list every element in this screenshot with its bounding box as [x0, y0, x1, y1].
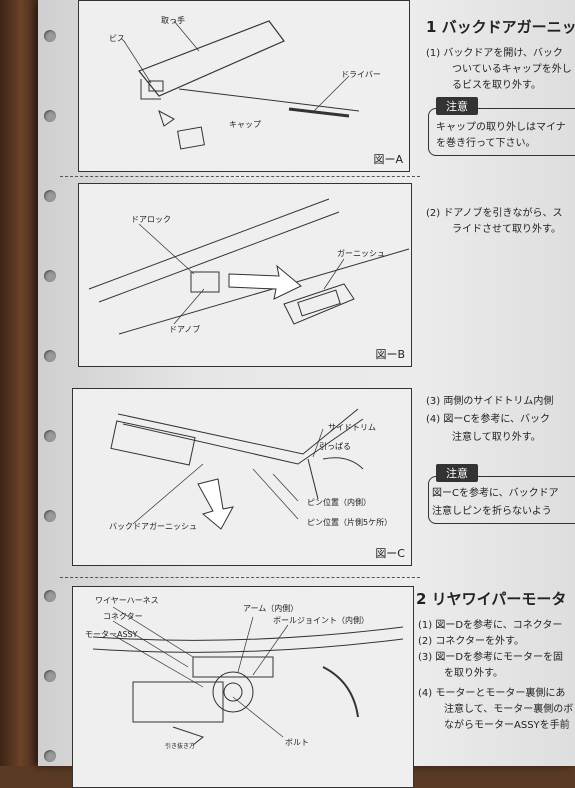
section1-step1-line1: (1) バックドアを開け、バック [426, 48, 563, 59]
section1-step4-line1: (4) 図ーCを参考に、バック [426, 414, 551, 425]
label-door-knob: ドアノブ [169, 325, 201, 334]
section1-title: 1 バックドアガーニッシ [426, 18, 575, 36]
label-driver: ドライバー [341, 70, 381, 79]
section1-step1-line3: るビスを取り外す。 [452, 80, 541, 91]
note1-line2: を巻き行って下さい。 [436, 138, 536, 149]
section1-step2-line2: ライドさせて取り外す。 [452, 224, 561, 235]
section2-step1: (1) 図ーDを参考に、コネクター [418, 620, 563, 631]
section1-step3: (3) 両側のサイドトリム内側 [426, 396, 554, 407]
punch-holes [44, 0, 58, 766]
note-tag-2: 注意 [436, 464, 478, 482]
label-motor-assy: モーターASSY [85, 630, 138, 639]
figure-c: サイドトリム 引っぱる ピン位置（内側） ピン位置（片側5ケ所） バックドアガー… [72, 388, 412, 566]
note2-line2: 注意しピンを折らないよう [432, 506, 552, 517]
figure-b-caption: 図ーB [375, 348, 405, 361]
note-box-2 [428, 476, 575, 524]
label-side-trim: サイドトリム [328, 423, 376, 432]
label-pin-positions: ピン位置（片側5ケ所） [307, 518, 393, 527]
label-ball-joint: ボールジョイント（内側） [273, 616, 369, 625]
section2-step4-line1: (4) モーターとモーター裏側にあ [418, 688, 566, 699]
section2-title: 2 リヤワイパーモータ [416, 590, 567, 608]
label-remove-direction: 引き抜き方 [165, 743, 196, 750]
divider [60, 176, 420, 177]
note1-line1: キャップの取り外しはマイナ [436, 122, 566, 133]
section2-step4-line2: 注意して、モーター裏側のボ [444, 704, 574, 715]
note-box-1 [428, 108, 575, 156]
figure-a-drawing [123, 20, 360, 150]
figure-b-drawing [88, 198, 410, 335]
note-tag-1: 注意 [436, 97, 478, 115]
label-connector: コネクター [103, 612, 143, 621]
section1-step2-line1: (2) ドアノブを引きながら、ス [426, 208, 563, 219]
section2-step4-line3: ながらモーターASSYを手前 [444, 720, 570, 731]
label-wire-harness: ワイヤーハーネス [95, 596, 159, 605]
label-handle: 取っ手 [161, 16, 185, 25]
section1-step1-line2: ついているキャップを外し [452, 64, 572, 75]
label-pull: 引っぱる [319, 442, 351, 451]
label-screw: ビス [109, 34, 125, 43]
label-cap: キャップ [229, 120, 261, 129]
label-arm-inner: アーム（内側） [243, 604, 299, 613]
figure-c-drawing [110, 408, 364, 530]
label-bolt: ボルト [285, 738, 309, 747]
figure-c-caption: 図ーC [375, 547, 405, 560]
figure-a: 取っ手 ビス ドライバー キャップ 図ーA [78, 0, 410, 172]
label-pin-inner: ピン位置（内側） [307, 498, 371, 507]
divider [60, 577, 420, 578]
section2-step2: (2) コネクターを外す。 [418, 636, 524, 647]
figure-d: ワイヤーハーネス コネクター アーム（内側） ボールジョイント（内側） モーター… [72, 586, 414, 788]
label-garnish: ガーニッシュ [337, 249, 385, 258]
label-backdoor-garnish: バックドアガーニッシュ [109, 522, 197, 531]
section1-step4-line2: 注意して取り外す。 [452, 432, 541, 443]
figure-a-caption: 図ーA [373, 153, 403, 166]
figure-d-drawing [92, 606, 404, 746]
figure-b: ドアロック ガーニッシュ ドアノブ 図ーB [78, 183, 412, 367]
note2-line1: 図ーCを参考に、バックドア [432, 488, 559, 499]
section2-step3-line1: (3) 図ーDを参考にモーターを固 [418, 652, 564, 663]
section2-step3-line2: を取り外す。 [444, 668, 503, 679]
label-door-lock: ドアロック [131, 215, 171, 224]
